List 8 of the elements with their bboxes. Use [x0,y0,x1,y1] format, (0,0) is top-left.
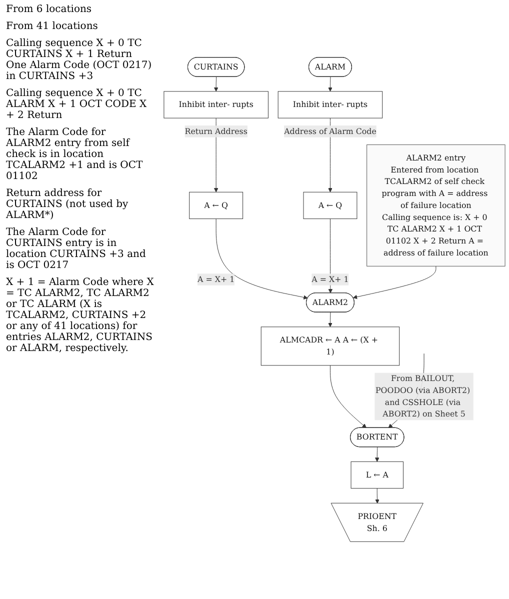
note-text: The Alarm Code for CURTAINS entry is in location CURTAINS +3 and is OCT 0217 [6,227,147,271]
note-text: The Alarm Code for ALARM2 entry from self check is in location TCALARM2 +1 and is OCT 01102 [6,127,144,182]
note-text: From 41 locations [6,21,99,32]
note-text: X + 1 = Alarm Code where X = TC ALARM2, TC ALARM2 or TC ALARM (X is TCALARM2, CURTAINS +2 or any of 41 locations) for entries ALARM2, CURTAINS or ALARM, respectively. [6,277,154,354]
note-text: Calling sequence X + 0 TC ALARM X + 1 OCT CODE X + 2 Return [6,88,148,121]
note-text: Return address for CURTAINS (not used by ALARM*) [6,188,130,221]
note-text: Calling sequence X + 0 TC CURTAINS X + 1 Return One Alarm Code (OCT 0217) in CURTAINS +3 [6,38,153,82]
note-text: From 6 locations [6,4,93,15]
